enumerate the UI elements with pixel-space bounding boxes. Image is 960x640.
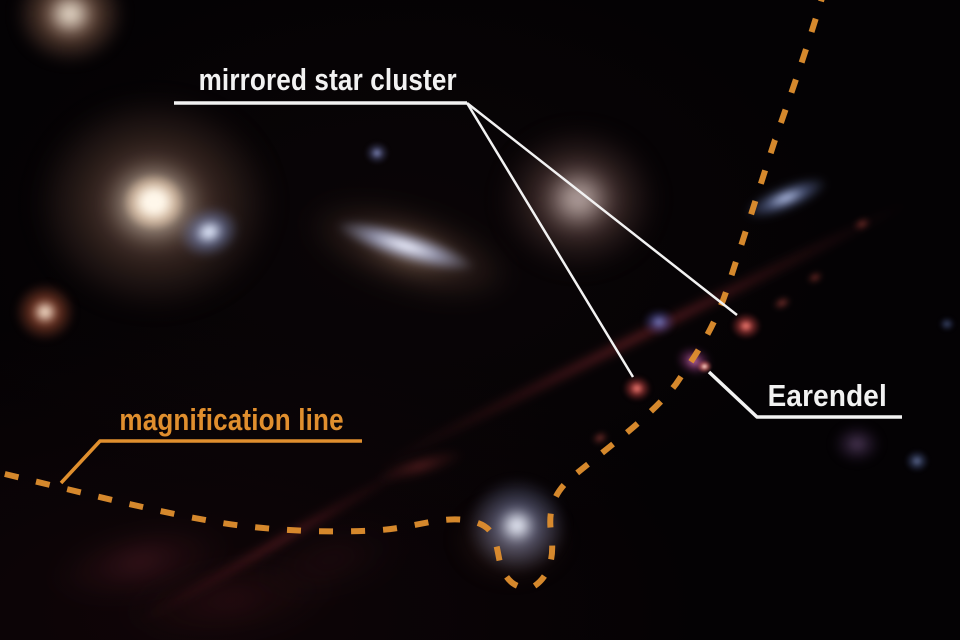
magnification-line-curve — [0, 0, 825, 591]
earendel-label-text: Earendel — [767, 378, 887, 413]
mirrored-cluster-leader-right — [466, 102, 738, 316]
earendel-underline — [707, 370, 902, 419]
mirrored-star-cluster-label-text: mirrored star cluster — [198, 62, 457, 97]
magnification-label-underline — [59, 439, 362, 485]
earendel-label: Earendel — [750, 378, 904, 414]
mirrored-cluster-leader-left — [465, 102, 635, 378]
magnification-line-label: magnification line — [98, 402, 364, 438]
magnification-line-label-text: magnification line — [119, 402, 344, 437]
mirrored-star-cluster-label: mirrored star cluster — [174, 62, 467, 98]
